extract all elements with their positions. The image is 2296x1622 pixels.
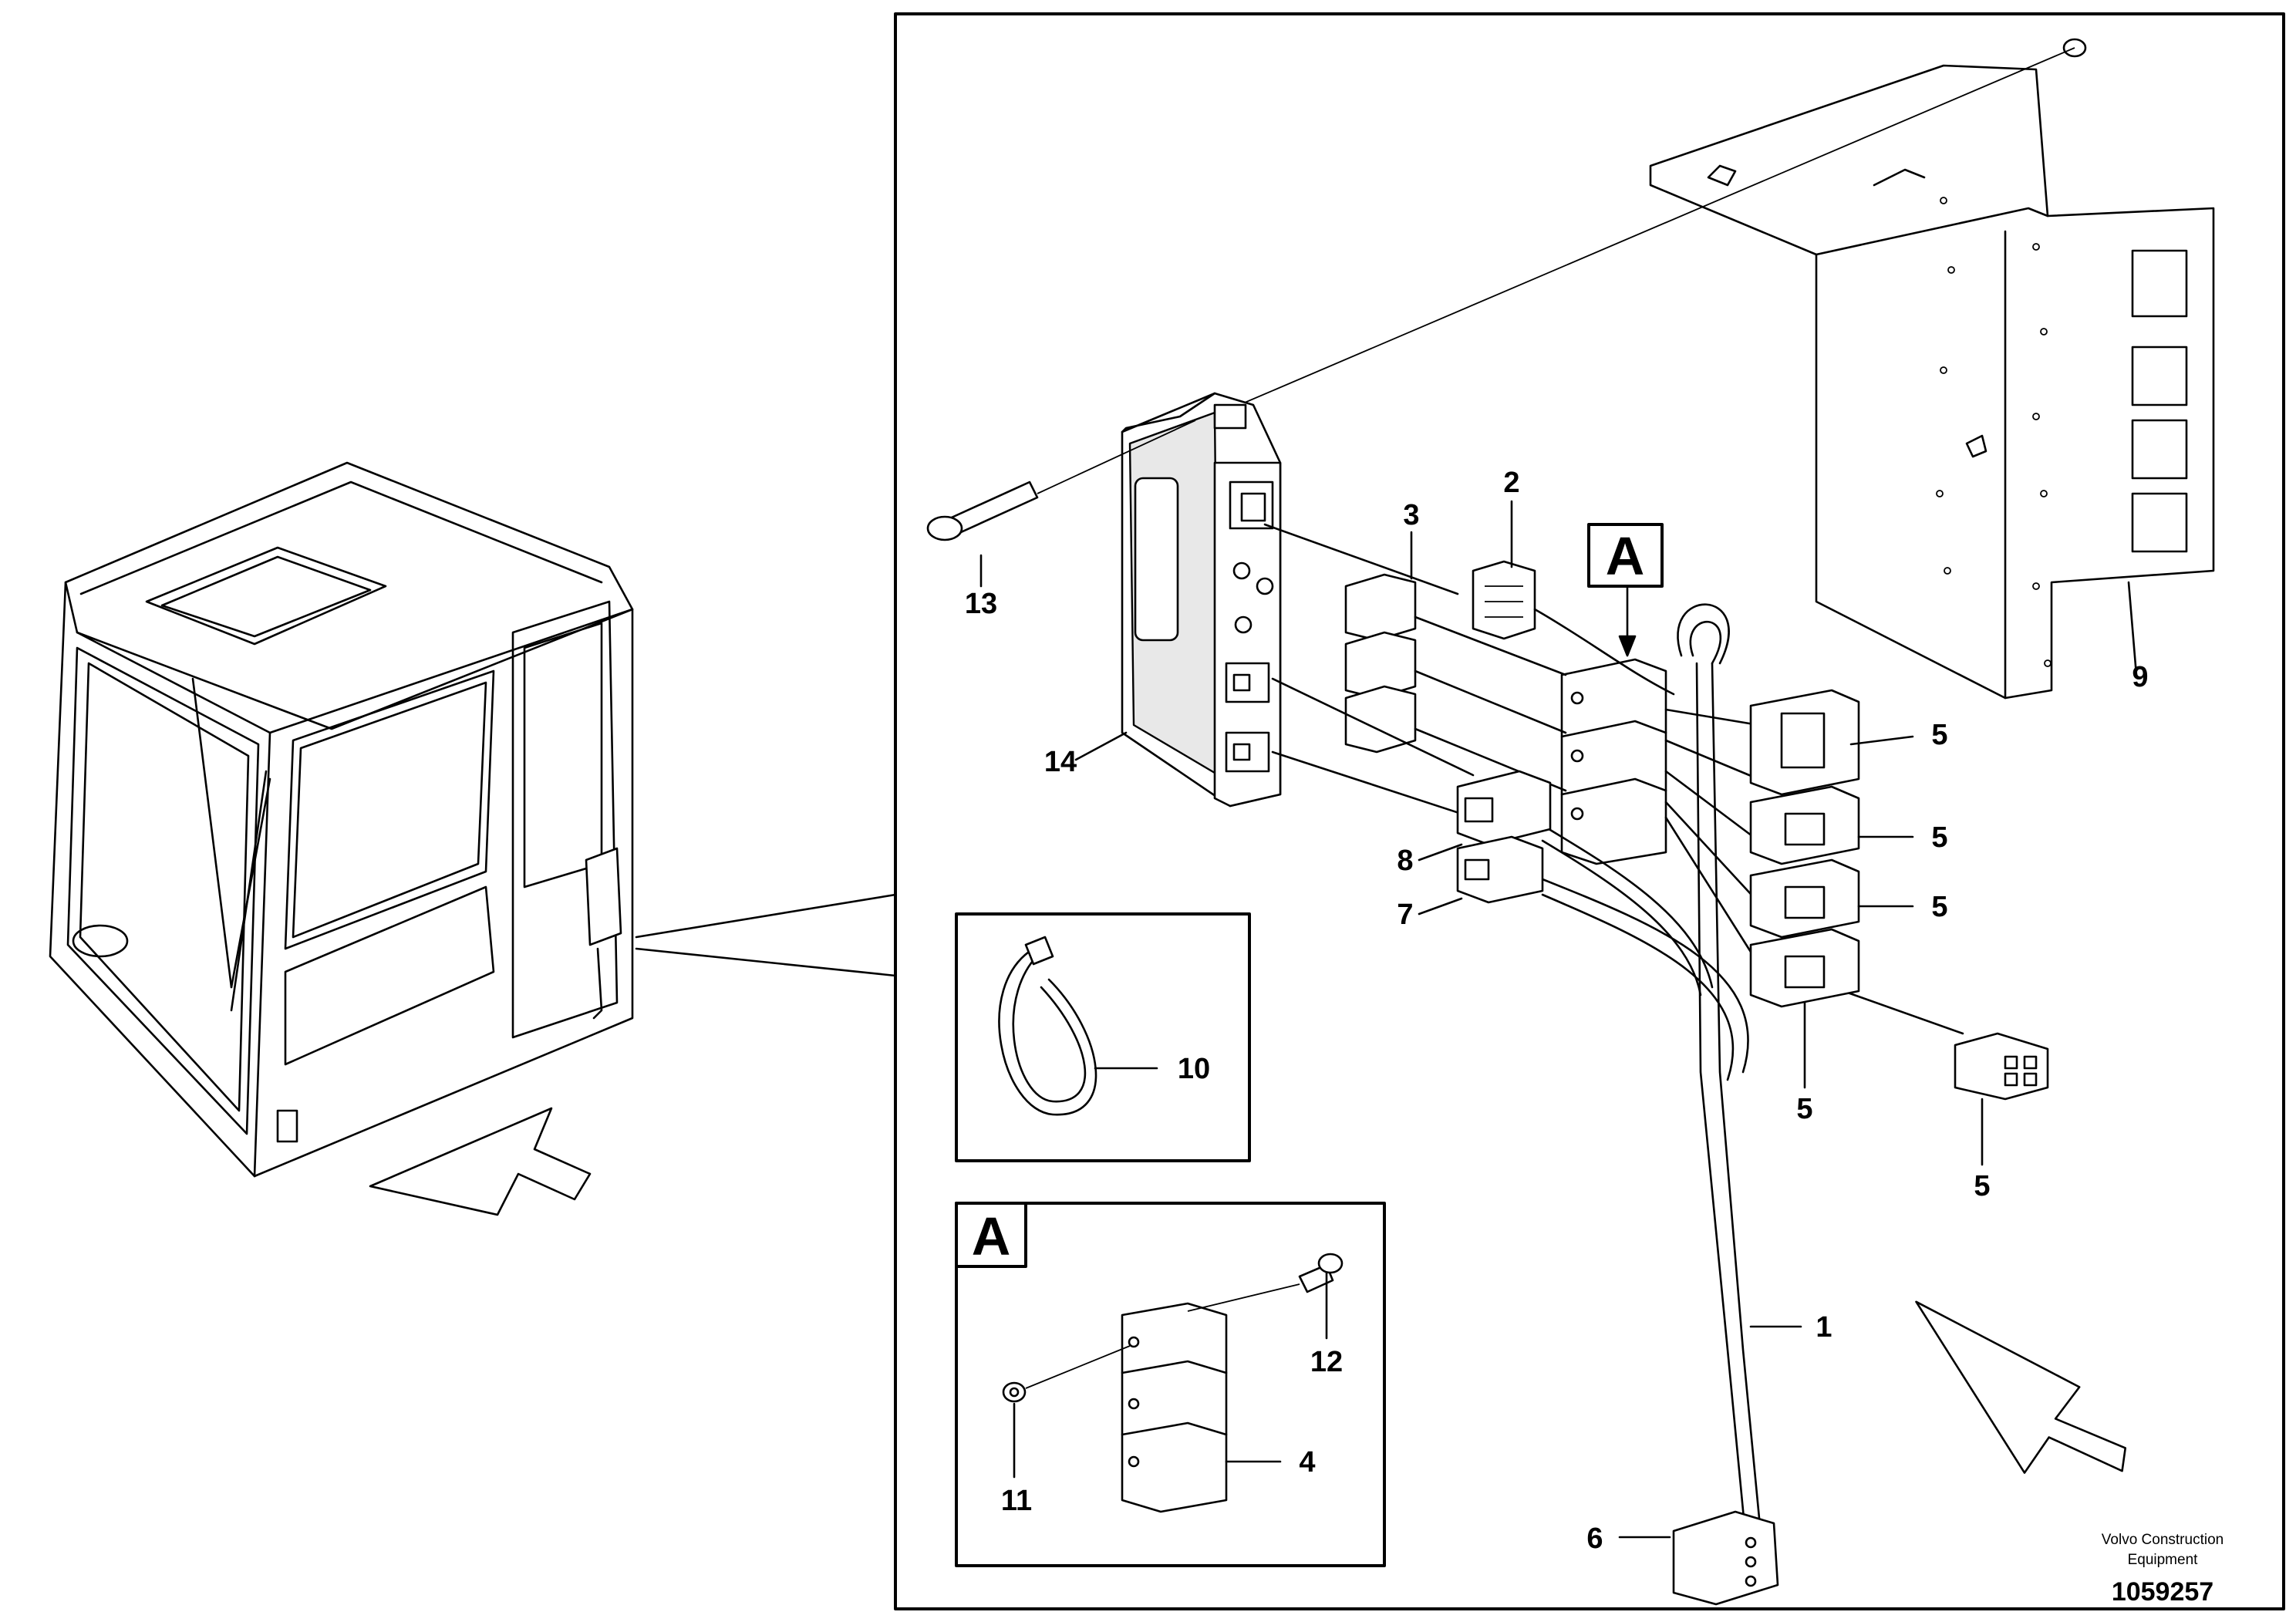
nut-11 bbox=[1002, 1345, 1131, 1403]
callout-8: 8 bbox=[1397, 845, 1413, 877]
direction-arrow-right bbox=[1915, 1300, 2127, 1474]
callout-1: 1 bbox=[1816, 1311, 1832, 1344]
cable-tie bbox=[998, 936, 1097, 1116]
callout-2: 2 bbox=[1503, 467, 1519, 499]
screw-12 bbox=[1187, 1253, 1344, 1312]
detail-a-marker: A bbox=[972, 1206, 1011, 1266]
bolt bbox=[926, 420, 1196, 541]
relays bbox=[1344, 573, 1417, 754]
callout-5-b: 5 bbox=[1931, 821, 1947, 854]
callout-5-a: 5 bbox=[1931, 719, 1947, 751]
callout-11: 11 bbox=[1001, 1485, 1032, 1517]
callout-6: 6 bbox=[1586, 1523, 1603, 1555]
detail-a-marker-box bbox=[955, 1202, 1027, 1268]
detail-frame bbox=[894, 12, 2285, 1610]
section-a-marker-box bbox=[1587, 523, 1664, 588]
loose-connector-5 bbox=[1954, 1032, 2049, 1101]
connector-7 bbox=[1456, 835, 1544, 904]
leader-lines bbox=[979, 500, 2138, 1539]
callout-5-e: 5 bbox=[1974, 1170, 1990, 1202]
callout-5-c: 5 bbox=[1931, 891, 1947, 923]
callout-12: 12 bbox=[1310, 1346, 1343, 1378]
callout-4: 4 bbox=[1299, 1446, 1315, 1479]
callout-9: 9 bbox=[2132, 661, 2148, 693]
cab-overview bbox=[49, 461, 634, 1178]
cable-tie-inset bbox=[955, 912, 1251, 1162]
connectors-5 bbox=[1749, 689, 1860, 1008]
relay-base bbox=[1560, 658, 1667, 865]
callout-3: 3 bbox=[1403, 499, 1419, 531]
callout-10: 10 bbox=[1178, 1053, 1210, 1085]
callout-13: 13 bbox=[965, 588, 997, 620]
drawing-number: 1059257 bbox=[2112, 1577, 2213, 1607]
brand-line-2: Equipment bbox=[2128, 1552, 2199, 1568]
mounting-bracket bbox=[1649, 64, 2215, 700]
callout-5-d: 5 bbox=[1796, 1093, 1812, 1125]
detail-a-inset bbox=[955, 1202, 1386, 1567]
section-a-marker: A bbox=[1606, 526, 1645, 586]
callout-7: 7 bbox=[1397, 899, 1413, 931]
zoom-lines bbox=[635, 893, 897, 977]
connector-6 bbox=[1672, 1510, 1779, 1606]
connector-2 bbox=[1472, 560, 1536, 640]
wire-harness bbox=[1263, 523, 1964, 1552]
direction-arrow-left bbox=[369, 1107, 592, 1216]
relay-bracket-4 bbox=[1121, 1302, 1228, 1513]
callout-14: 14 bbox=[1044, 746, 1077, 778]
brand-line-1: Volvo Construction bbox=[2102, 1532, 2224, 1548]
connector-8 bbox=[1456, 770, 1552, 846]
control-unit bbox=[1121, 392, 1282, 808]
